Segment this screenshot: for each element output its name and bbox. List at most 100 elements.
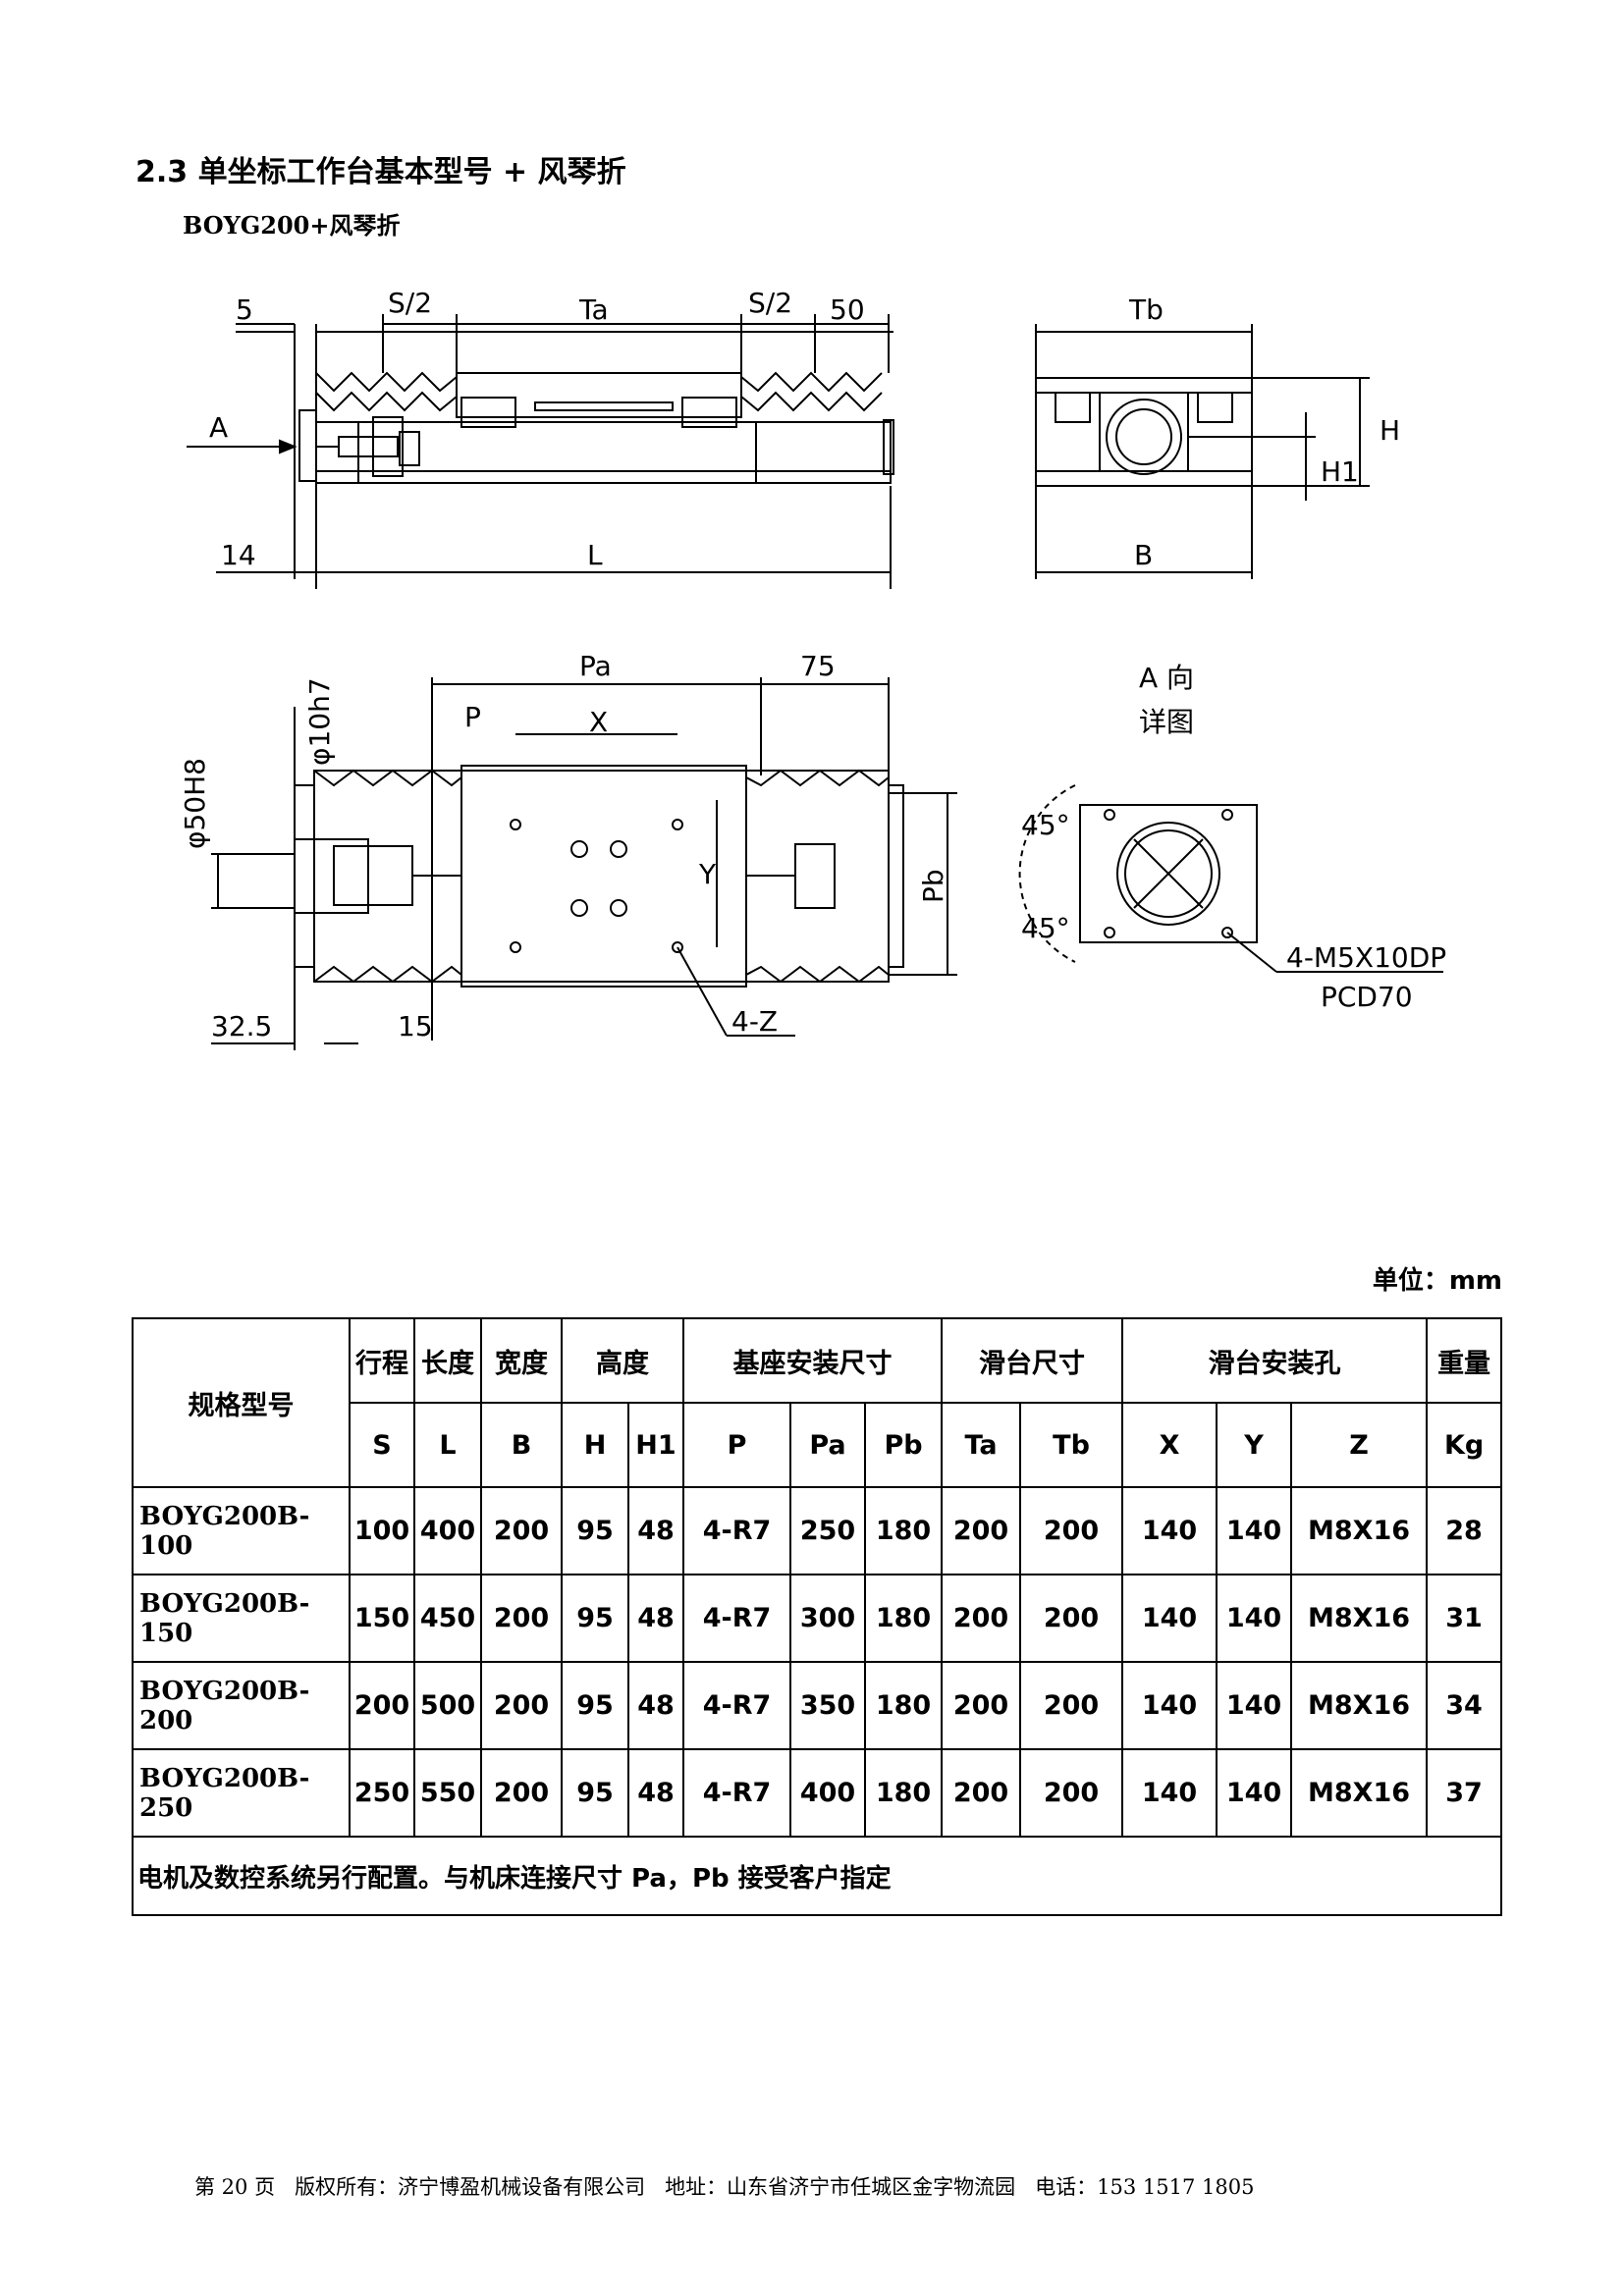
cell: M8X16 <box>1290 1486 1429 1575</box>
dim-15: 15 <box>398 1010 433 1042</box>
cell: 4-R7 <box>682 1574 791 1663</box>
subheader-p: P <box>682 1402 791 1488</box>
cell: 4-R7 <box>682 1748 791 1838</box>
subheader-tb: Tb <box>1019 1402 1124 1488</box>
dim-h: H <box>1380 414 1400 447</box>
subheader-y: Y <box>1216 1402 1293 1488</box>
table-row: BOYG200B-150 150 450 200 95 48 4-R7 300 … <box>132 1574 1503 1663</box>
cell: 140 <box>1121 1574 1218 1663</box>
cell-model: BOYG200B-100 <box>132 1486 351 1575</box>
cell: 200 <box>941 1486 1022 1575</box>
cell: 95 <box>561 1486 629 1575</box>
cell: 200 <box>480 1661 563 1750</box>
dim-y: Y <box>698 858 717 890</box>
cell: M8X16 <box>1290 1574 1429 1663</box>
cell-model: BOYG200B-200 <box>132 1661 351 1750</box>
subheader-x: X <box>1121 1402 1218 1488</box>
header-stroke: 行程 <box>349 1317 415 1404</box>
header-base-mount: 基座安装尺寸 <box>681 1317 944 1404</box>
subheader-ta: Ta <box>941 1402 1022 1488</box>
cell: 140 <box>1216 1748 1293 1838</box>
header-model: 规格型号 <box>132 1317 351 1488</box>
cell: 140 <box>1121 1486 1218 1575</box>
subheader-kg: Kg <box>1426 1402 1503 1488</box>
cell: 400 <box>789 1748 866 1838</box>
cell: 200 <box>349 1661 415 1750</box>
cell: 140 <box>1121 1748 1218 1838</box>
cell: 180 <box>863 1486 944 1575</box>
dim-s2-left: S/2 <box>388 287 432 319</box>
table-note: 电机及数控系统另行配置。与机床连接尺寸 Pa，Pb 接受客户指定 <box>131 1836 1503 1916</box>
subheader-s: S <box>349 1402 415 1488</box>
cell: 4-R7 <box>682 1661 791 1750</box>
cell: 100 <box>349 1486 415 1575</box>
cell: 250 <box>789 1486 866 1575</box>
spec-table: 规格型号 行程 长度 宽度 高度 基座安装尺寸 滑台尺寸 滑台安装孔 重量 S … <box>131 1317 1503 1916</box>
dim-ta: Ta <box>578 294 609 326</box>
cell: 4-R7 <box>682 1486 791 1575</box>
cell: 500 <box>413 1661 482 1750</box>
subheader-l: L <box>413 1402 482 1488</box>
cell: 200 <box>1019 1661 1124 1750</box>
cell: M8X16 <box>1290 1748 1429 1838</box>
cell: 200 <box>480 1748 563 1838</box>
dim-p: P <box>464 701 481 733</box>
subheader-z: Z <box>1290 1402 1429 1488</box>
cell: 180 <box>863 1748 944 1838</box>
cell: 200 <box>941 1748 1022 1838</box>
cell: 180 <box>863 1661 944 1750</box>
dim-32-5: 32.5 <box>211 1010 272 1042</box>
header-width: 宽度 <box>480 1317 563 1404</box>
cell: 48 <box>627 1574 684 1663</box>
table-subheader-row: S L B H H1 P Pa Pb Ta Tb X Y Z Kg <box>133 1402 1503 1488</box>
cell: 48 <box>627 1486 684 1575</box>
cell: 200 <box>480 1486 563 1575</box>
subheader-pb: Pb <box>863 1402 944 1488</box>
cell: 140 <box>1216 1574 1293 1663</box>
header-slide-size: 滑台尺寸 <box>941 1317 1124 1404</box>
cell: 450 <box>413 1574 482 1663</box>
arrow-a-label: A <box>209 411 228 444</box>
table-row: BOYG200B-200 200 500 200 95 48 4-R7 350 … <box>132 1661 1503 1750</box>
header-length: 长度 <box>413 1317 482 1404</box>
cell: 350 <box>789 1661 866 1750</box>
cell: 37 <box>1426 1748 1503 1838</box>
subheader-h: H <box>561 1402 629 1488</box>
dim-75: 75 <box>800 650 836 682</box>
cell: 140 <box>1216 1661 1293 1750</box>
cell: 48 <box>627 1661 684 1750</box>
cell: 95 <box>561 1574 629 1663</box>
cell: 550 <box>413 1748 482 1838</box>
cell: 31 <box>1426 1574 1503 1663</box>
cell: 400 <box>413 1486 482 1575</box>
cell-model: BOYG200B-250 <box>132 1748 351 1838</box>
angle-45-top: 45° <box>1021 809 1070 841</box>
unit-label: 单位：mm <box>1372 1266 1502 1296</box>
model-title: BOYG200+风琴折 <box>183 211 401 240</box>
cell: 95 <box>561 1661 629 1750</box>
thread-spec: 4-M5X10DP <box>1286 941 1446 974</box>
dim-14: 14 <box>221 539 256 571</box>
cell: 200 <box>941 1574 1022 1663</box>
table-note-row: 电机及数控系统另行配置。与机床连接尺寸 Pa，Pb 接受客户指定 <box>131 1836 1503 1916</box>
table-row: BOYG200B-100 100 400 200 95 48 4-R7 250 … <box>132 1486 1503 1575</box>
cell: 200 <box>1019 1574 1124 1663</box>
header-weight: 重量 <box>1426 1317 1503 1404</box>
technical-drawing: 5 S/2 Ta S/2 50 Tb H H1 A 14 L B Pa 75 A… <box>179 287 1446 1050</box>
header-height: 高度 <box>561 1317 684 1404</box>
page-footer: 第 20 页 版权所有：济宁博盈机械设备有限公司 地址：山东省济宁市任城区金字物… <box>194 2175 1255 2199</box>
a-view-label: A 向 <box>1139 662 1194 694</box>
dim-x: X <box>589 706 608 738</box>
cell-model: BOYG200B-150 <box>132 1574 351 1663</box>
dim-b: B <box>1134 539 1153 571</box>
header-slide-holes: 滑台安装孔 <box>1121 1317 1429 1404</box>
cell: 140 <box>1216 1486 1293 1575</box>
cell: M8X16 <box>1290 1661 1429 1750</box>
dim-5: 5 <box>236 294 253 326</box>
cell: 300 <box>789 1574 866 1663</box>
pcd-spec: PCD70 <box>1321 981 1413 1013</box>
cell: 200 <box>480 1574 563 1663</box>
table-header-row: 规格型号 行程 长度 宽度 高度 基座安装尺寸 滑台尺寸 滑台安装孔 重量 <box>132 1317 1503 1488</box>
cell: 150 <box>349 1574 415 1663</box>
cell: 48 <box>627 1748 684 1838</box>
